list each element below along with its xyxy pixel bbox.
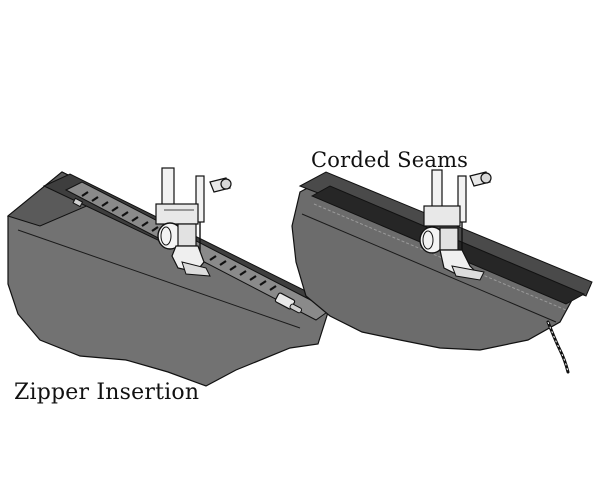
- corded-stitch-line: [313, 203, 567, 311]
- zipper-insertion-illustration: [6, 167, 331, 387]
- zipper-presser-foot-icon: [155, 167, 232, 277]
- corded-fold-line: [301, 213, 557, 323]
- zipper-stop-icon: [72, 197, 84, 208]
- zipper-fold-line: [17, 229, 301, 329]
- zipper-insertion-caption: Zipper Insertion: [14, 380, 200, 405]
- corded-presser-foot-icon: [419, 169, 492, 281]
- corded-seams-illustration: [291, 169, 593, 374]
- zipper-slider-icon: [274, 292, 303, 314]
- corded-seams-caption: Corded Seams: [311, 148, 469, 172]
